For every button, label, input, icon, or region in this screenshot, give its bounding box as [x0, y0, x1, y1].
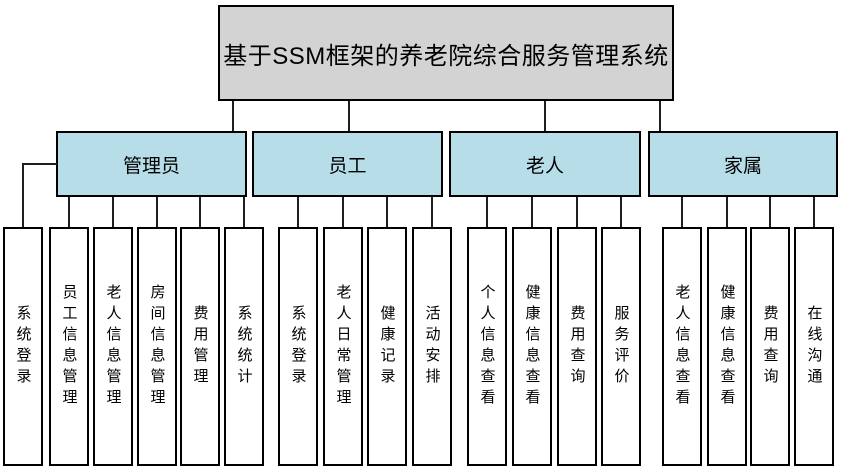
node-label: 系统登录: [14, 304, 32, 389]
node-label: 老人日常管理: [334, 283, 352, 410]
node-label: 健康信息查看: [718, 283, 736, 410]
connector-family-child-3: [769, 197, 771, 228]
connector-admin-child-5: [199, 197, 201, 228]
node-label: 老人信息查看: [673, 283, 691, 410]
node-staff-activity-schedule: 活动安排: [412, 227, 452, 466]
connector-root-administrator: [232, 101, 234, 131]
node-family-elder-info-view: 老人信息查看: [662, 227, 702, 466]
node-label: 费用管理: [191, 304, 209, 389]
node-label: 在线沟通: [805, 304, 823, 389]
node-elder: 老人: [449, 131, 641, 197]
node-family-fee-query: 费用查询: [750, 227, 790, 466]
connector-staff-child-1: [297, 197, 299, 228]
node-label: 费用查询: [568, 304, 586, 389]
node-elder-personal-info-view: 个人信息查看: [467, 227, 507, 466]
connector-root-elder: [544, 101, 546, 131]
node-staff: 员工: [252, 131, 443, 197]
node-admin-elder-info-mgmt: 老人信息管理: [93, 227, 133, 466]
node-admin-system-login: 系统登录: [3, 227, 43, 466]
connector-admin-child-3: [112, 197, 114, 228]
node-elder-health-info-view: 健康信息查看: [512, 227, 552, 466]
node-staff-system-login: 系统登录: [278, 227, 318, 466]
connector-family-child-2: [726, 197, 728, 228]
connector-admin-elbow-horizontal: [22, 163, 57, 165]
node-admin-room-info-mgmt: 房间信息管理: [137, 227, 177, 466]
connector-elder-child-1: [486, 197, 488, 228]
node-admin-staff-info-mgmt: 员工信息管理: [49, 227, 89, 466]
connector-admin-child-2: [68, 197, 70, 228]
node-family-health-info-view: 健康信息查看: [707, 227, 747, 466]
node-label: 老人信息管理: [104, 283, 122, 410]
node-label: 员工信息管理: [60, 283, 78, 410]
connector-staff-child-4: [431, 197, 433, 228]
connector-family-child-1: [681, 197, 683, 228]
node-administrator: 管理员: [56, 131, 247, 197]
node-family: 家属: [648, 131, 838, 197]
node-label: 健康记录: [378, 304, 396, 389]
node-staff-health-record: 健康记录: [367, 227, 407, 466]
connector-admin-child-4: [156, 197, 158, 228]
node-label: 个人信息查看: [478, 283, 496, 410]
connector-root-staff: [348, 101, 350, 131]
node-family-online-chat: 在线沟通: [794, 227, 834, 466]
connector-root-family: [659, 101, 661, 131]
node-elder-service-review: 服务评价: [601, 227, 641, 466]
connector-family-child-4: [813, 197, 815, 228]
connector-elder-child-3: [576, 197, 578, 228]
root-node-system-title: 基于SSM框架的养老院综合服务管理系统: [218, 5, 674, 101]
node-label: 费用查询: [761, 304, 779, 389]
node-admin-fee-mgmt: 费用管理: [180, 227, 220, 466]
node-admin-system-stats: 系统统计: [224, 227, 264, 466]
node-label: 系统统计: [235, 304, 253, 389]
node-label: 健康信息查看: [523, 283, 541, 410]
node-label: 房间信息管理: [148, 283, 166, 410]
node-label: 服务评价: [612, 304, 630, 389]
connector-staff-child-2: [342, 197, 344, 228]
node-staff-elder-daily-mgmt: 老人日常管理: [323, 227, 363, 466]
connector-admin-elbow-vertical: [22, 163, 24, 228]
node-elder-fee-query: 费用查询: [557, 227, 597, 466]
connector-elder-child-2: [531, 197, 533, 228]
connector-staff-child-3: [386, 197, 388, 228]
connector-elder-child-4: [620, 197, 622, 228]
node-label: 系统登录: [289, 304, 307, 389]
node-label: 活动安排: [423, 304, 441, 389]
connector-admin-child-6: [243, 197, 245, 228]
